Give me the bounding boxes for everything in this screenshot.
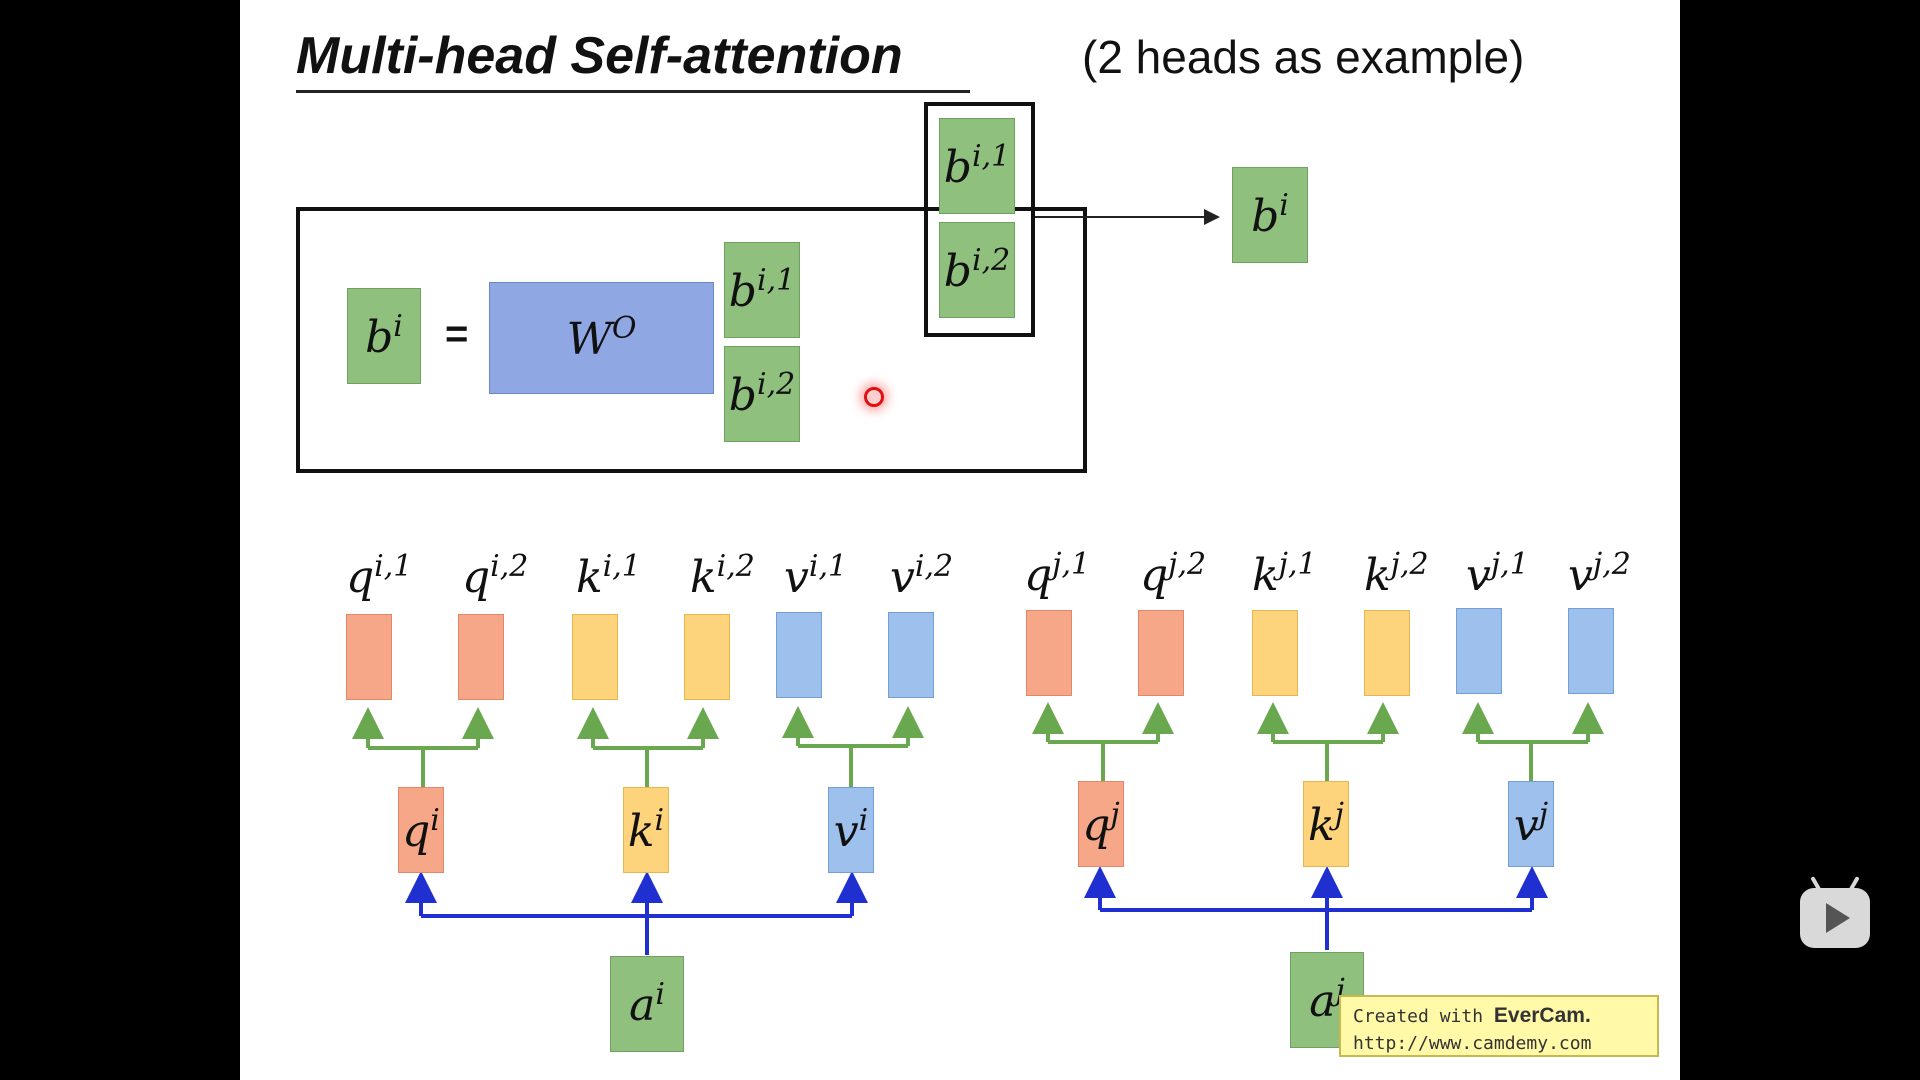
equation-lhs-base: b: [365, 312, 394, 363]
label-q-i1: qi,1: [346, 549, 413, 603]
head-box-q-i2: [458, 614, 504, 700]
label-q-i2: qi,2: [462, 549, 529, 603]
head-box-q-i1: [346, 614, 392, 700]
blue-input-wires-j: [1084, 866, 1548, 950]
label-v-j2: vj,2: [1568, 547, 1631, 601]
concat-input-1-sup: i,1: [971, 139, 1011, 174]
label-k-j1: kj,1: [1252, 547, 1317, 601]
red-pointer-dot: [864, 387, 884, 407]
label-v-i2: vi,2: [890, 549, 954, 603]
matrix-base: W: [566, 314, 612, 365]
head-box-v-i1: [776, 612, 822, 698]
concat-output-base: b: [1251, 191, 1280, 242]
watermark-prefix: Created with: [1353, 1006, 1494, 1027]
slide-subtitle: (2 heads as example): [1082, 31, 1525, 83]
label-k-i1: ki,1: [576, 549, 641, 603]
mid-box-v-i: vi: [828, 787, 874, 873]
green-split-wires-i: [352, 710, 924, 787]
equation-rhs-1-sup: i,1: [756, 263, 796, 298]
slide-title: Multi-head Self-attention: [296, 27, 903, 85]
head-box-v-i2: [888, 612, 934, 698]
equation-frame: [296, 207, 1087, 473]
concat-input-box-1: bi,1: [939, 118, 1015, 214]
label-k-i2: ki,2: [690, 549, 755, 603]
head-box-q-j2: [1138, 610, 1184, 696]
concat-input-2-base: b: [943, 246, 972, 297]
blue-input-wires-i: [405, 871, 868, 955]
head-box-k-i2: [684, 614, 730, 700]
head-box-k-j2: [1364, 610, 1410, 696]
equation-rhs-box-1: bi,1: [724, 242, 800, 338]
head-box-k-j1: [1252, 610, 1298, 696]
label-q-j1: qj,1: [1024, 547, 1091, 601]
mid-box-v-j: vj: [1508, 781, 1554, 867]
mid-box-q-i: qi: [398, 787, 444, 873]
input-box-a-i: ai: [610, 956, 684, 1052]
slide: Multi-head Self-attention (2 heads as ex…: [240, 0, 1680, 1080]
concat-input-box-2: bi,2: [939, 222, 1015, 318]
watermark-brand: EverCam.: [1493, 1004, 1591, 1027]
label-v-i1: vi,1: [784, 549, 848, 603]
head-box-q-j1: [1026, 610, 1072, 696]
head-box-v-j1: [1456, 608, 1502, 694]
equation-rhs-2-sup: i,2: [756, 367, 796, 402]
equation-rhs-2-base: b: [728, 370, 757, 421]
equation-lhs-sup: i: [393, 309, 403, 344]
concat-output-box: bi: [1232, 167, 1308, 263]
mid-box-k-i: ki: [623, 787, 669, 873]
label-q-j2: qj,2: [1140, 547, 1207, 601]
equals-sign: =: [445, 312, 469, 356]
mid-box-q-j: qj: [1078, 781, 1124, 867]
concat-output-sup: i: [1279, 188, 1289, 223]
label-k-j2: kj,2: [1364, 547, 1429, 601]
equation-lhs-box: bi: [347, 288, 421, 384]
bilibili-tv-icon[interactable]: [1800, 876, 1870, 948]
label-v-j1: vj,1: [1466, 547, 1529, 601]
concat-input-1-base: b: [943, 142, 972, 193]
connection-wires: [352, 209, 1604, 955]
head-box-k-i1: [572, 614, 618, 700]
watermark-url: http://www.camdemy.com: [1353, 1033, 1592, 1055]
green-split-wires-j: [1032, 702, 1604, 781]
equation-rhs-1-base: b: [728, 266, 757, 317]
evercam-watermark: Created with EverCam. http://www.camdemy…: [1339, 995, 1659, 1057]
title-underline: [296, 90, 970, 93]
concat-frame: [924, 102, 1035, 337]
concat-input-2-sup: i,2: [971, 243, 1011, 278]
output-matrix-box: WO: [489, 282, 714, 394]
matrix-sup: O: [611, 311, 637, 346]
head-box-v-j2: [1568, 608, 1614, 694]
play-triangle-icon: [1826, 903, 1850, 933]
mid-box-k-j: kj: [1303, 781, 1349, 867]
equation-rhs-box-2: bi,2: [724, 346, 800, 442]
